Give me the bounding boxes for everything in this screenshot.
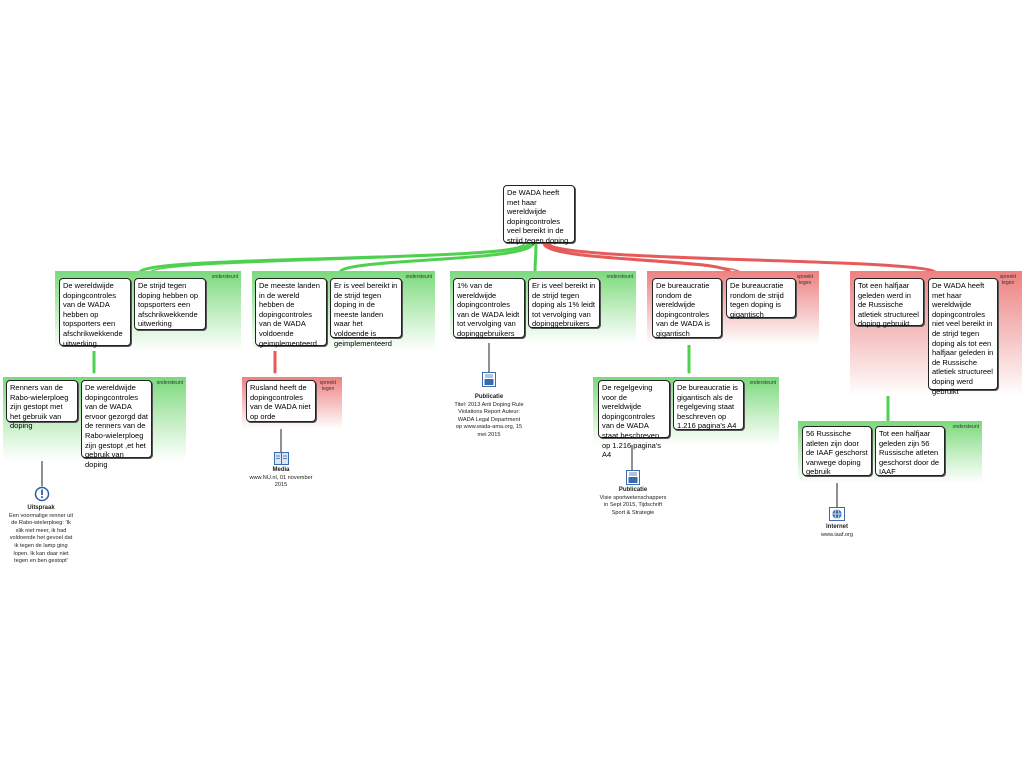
reason-a3[interactable]: Renners van de Rabo-wielerploeg zijn ges… — [6, 380, 78, 430]
reason-c1[interactable]: 1% van de wereldwijde dopingcontroles va… — [453, 278, 525, 338]
source-title: Publicatie — [618, 487, 648, 493]
support-tag: ondersteunt — [211, 274, 238, 280]
objection-e2[interactable]: De WADA heeft met haar wereldwijde dopin… — [928, 278, 998, 396]
reason-e3[interactable]: 56 Russische atleten zijn door de IAAF g… — [802, 426, 872, 476]
source-title: Media — [272, 467, 290, 473]
source-text: Titel: 2013 Anti Doping Rule Violations … — [454, 401, 524, 438]
globe-icon — [829, 507, 845, 521]
support-tag: ondersteunt — [156, 380, 183, 386]
source-title: Uitspraak — [27, 505, 55, 511]
reason-b2[interactable]: Er is veel bereikt in de strijd tegen do… — [330, 278, 402, 348]
support-tag: ondersteunt — [606, 274, 633, 280]
reason-d3[interactable]: De regelgeving voor de wereldwijde dopin… — [598, 380, 670, 459]
source-uitspraak: Uitspraak Een voormalige renner uit de R… — [8, 505, 74, 566]
oppose-tag: spreekt tegen — [796, 274, 814, 286]
reason-b1[interactable]: De meeste landen in de wereld hebben de … — [255, 278, 327, 348]
objection-b3[interactable]: Rusland heeft de dopingcontroles van de … — [246, 380, 316, 422]
reason-a2[interactable]: De strijd tegen doping hebben op topspor… — [134, 278, 206, 330]
reason-e4[interactable]: Tot een halfjaar geleden zijn 56 Russisc… — [875, 426, 945, 476]
publication-icon — [626, 470, 640, 485]
source-internet: Internet www.iaaf.org — [805, 524, 869, 539]
support-tag: ondersteunt — [405, 274, 432, 280]
publication-icon — [482, 372, 496, 387]
exclamation-icon — [34, 486, 50, 502]
support-tag: ondersteunt — [952, 424, 979, 430]
source-title: Publicatie — [474, 394, 504, 400]
source-media: Media www.NU.nl, 01 november 2015 — [248, 467, 314, 490]
reason-c2[interactable]: Er is veel bereikt in de strijd tegen do… — [528, 278, 600, 328]
objection-d2[interactable]: De bureaucratie rondom de strijd tegen d… — [726, 278, 796, 319]
source-title: Internet — [825, 524, 848, 530]
objection-e1[interactable]: Tot een halfjaar geleden werd in de Russ… — [854, 278, 924, 328]
objection-d1[interactable]: De bureaucratie rondom de wereldwijde do… — [652, 278, 722, 338]
support-tag: ondersteunt — [749, 380, 776, 386]
source-text: Visie sportwetenschappers in Sept 2015, … — [599, 494, 667, 516]
source-text: www.iaaf.org — [820, 531, 854, 538]
oppose-tag: spreekt tegen — [319, 380, 337, 392]
source-text: www.NU.nl, 01 november 2015 — [249, 474, 313, 489]
reason-a1[interactable]: De wereldwijde dopingcontroles van de WA… — [59, 278, 131, 348]
reason-d4[interactable]: De bureaucratie is gigantisch als de reg… — [673, 380, 744, 430]
document-icon — [274, 452, 289, 465]
source-publicatie-1: Publicatie Titel: 2013 Anti Doping Rule … — [454, 394, 524, 440]
source-publicatie-2: Publicatie Visie sportwetenschappers in … — [598, 487, 668, 517]
reason-a4[interactable]: De wereldwijde dopingcontroles van de WA… — [81, 380, 152, 469]
main-contention[interactable]: De WADA heeft met haar wereldwijde dopin… — [503, 185, 575, 245]
oppose-tag: spreekt tegen — [999, 274, 1017, 286]
source-text: Een voormalige renner uit de Rabo-wieler… — [8, 512, 74, 565]
